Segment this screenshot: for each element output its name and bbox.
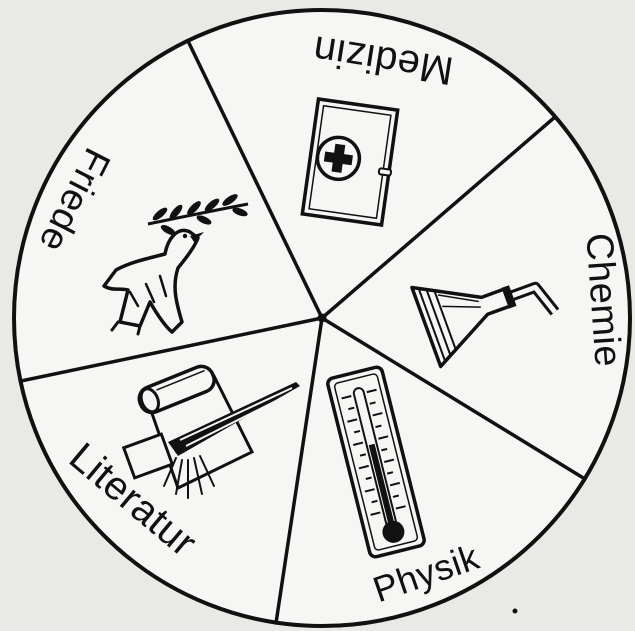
print-speck [513, 609, 518, 614]
first-aid-cabinet-icon [302, 99, 399, 225]
center-dot [318, 314, 327, 323]
